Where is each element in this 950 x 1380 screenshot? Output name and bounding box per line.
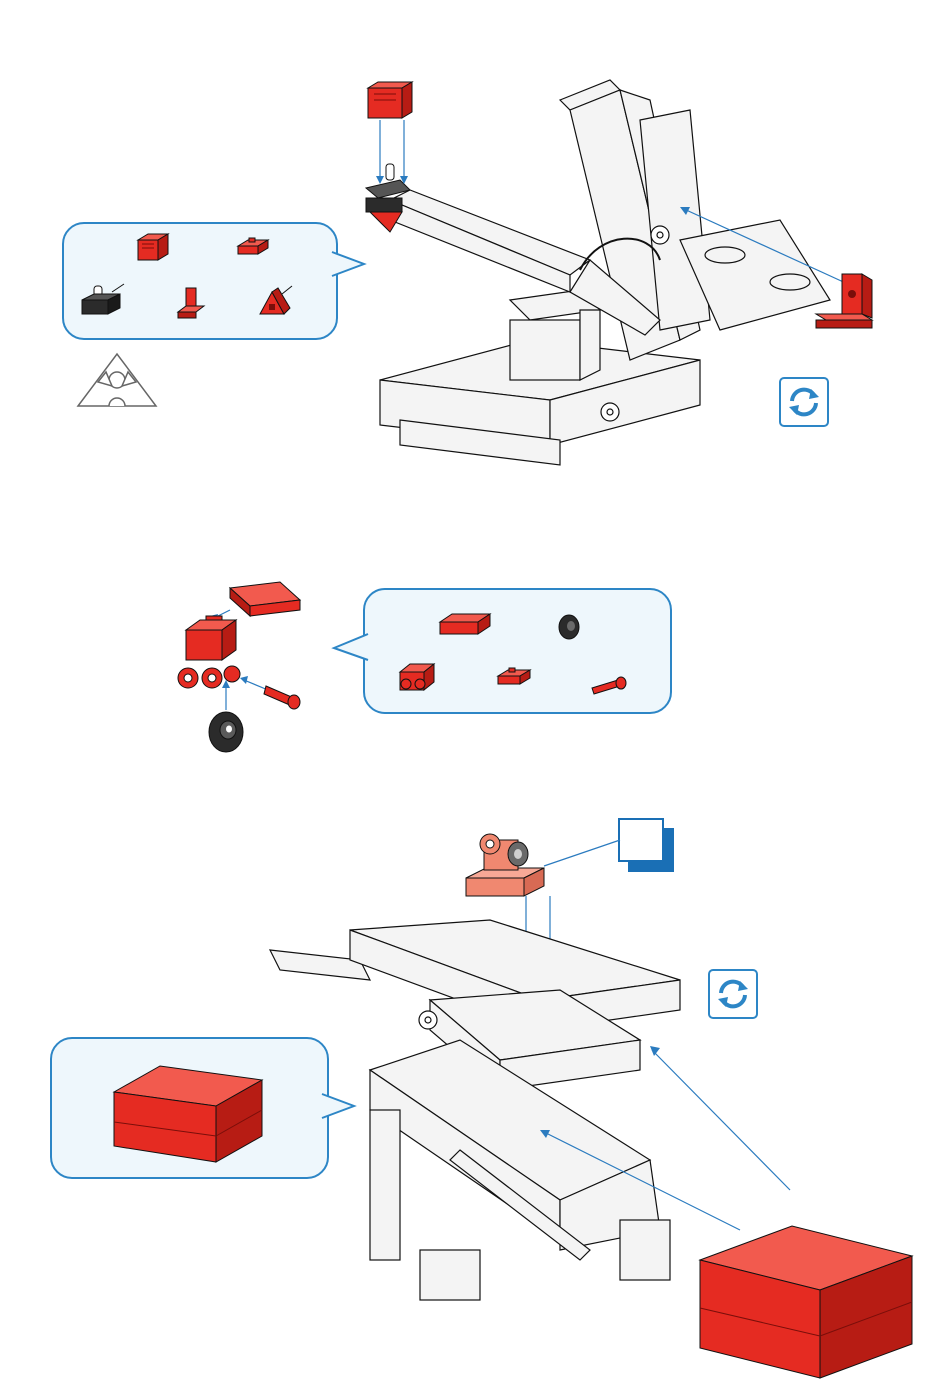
incoming-red-bracket xyxy=(812,272,882,330)
red-wedge-block-icon xyxy=(256,284,294,320)
rotate-icon-2 xyxy=(708,969,758,1019)
red-battery-box-icon xyxy=(110,1062,270,1166)
incoming-red-battery-box xyxy=(694,1220,918,1380)
rotate-icon xyxy=(779,377,829,427)
red-axle-holder-icon xyxy=(396,660,440,696)
step2-exploded-assembly xyxy=(170,580,320,760)
step-1 xyxy=(0,0,950,480)
triangle-symbol-icon xyxy=(76,352,158,408)
step2-callout-pointer xyxy=(330,632,370,662)
red-angle-bracket-icon xyxy=(174,286,208,322)
red-flat-plate-icon xyxy=(436,612,494,640)
sub-assembly-marker-icon xyxy=(618,818,674,872)
red-small-plate-icon xyxy=(236,238,272,260)
red-cube-block-icon xyxy=(134,232,172,264)
red-axle-pin-icon xyxy=(590,676,630,694)
step1-parts-callout xyxy=(62,222,338,340)
black-wheel-icon xyxy=(556,612,584,642)
step-3 xyxy=(0,800,950,1348)
black-lamp-holder-icon xyxy=(80,284,126,320)
step1-assembly-arrows xyxy=(370,120,420,190)
red-small-plate-icon-2 xyxy=(496,668,534,692)
step3-callout-pointer xyxy=(320,1092,360,1122)
incoming-red-cube xyxy=(366,80,416,124)
step-2 xyxy=(0,560,950,770)
incoming-light-red-part xyxy=(460,826,560,906)
